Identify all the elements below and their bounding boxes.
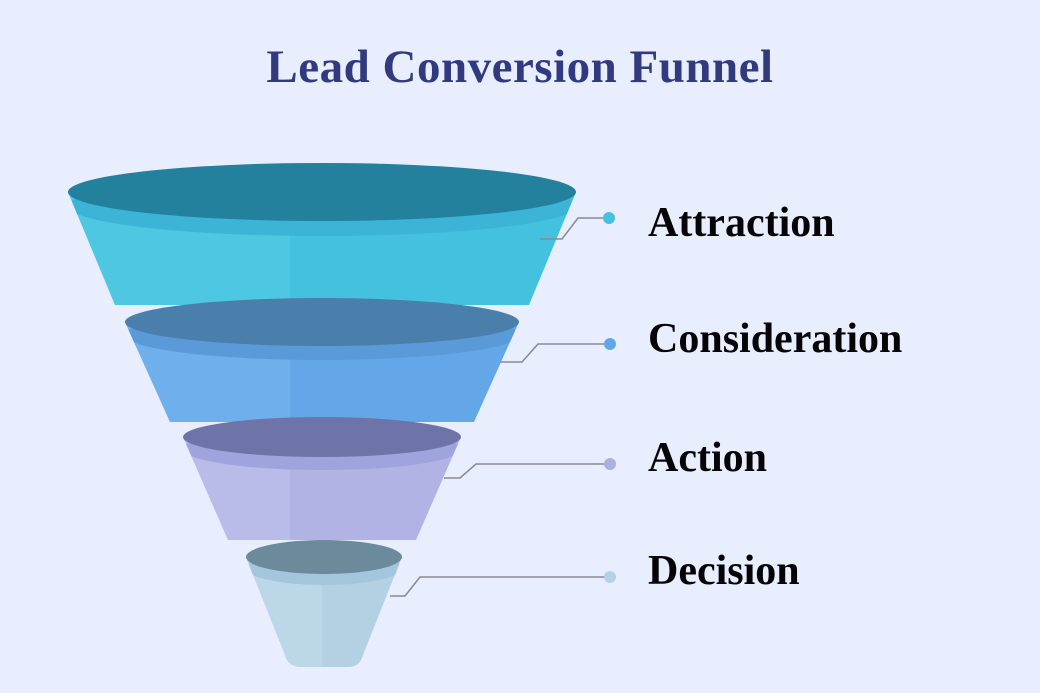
connector-line-action bbox=[444, 463, 605, 479]
funnel-segment-attraction-top bbox=[68, 163, 576, 221]
funnel-segment-action-top bbox=[183, 417, 461, 457]
funnel-segment-decision[interactable] bbox=[246, 540, 402, 667]
connector-line-decision bbox=[390, 576, 605, 597]
funnel-label-consideration[interactable]: Consideration bbox=[648, 316, 903, 362]
funnel-segment-consideration[interactable] bbox=[125, 298, 519, 422]
callout-dot-decision bbox=[604, 571, 616, 583]
callout-dot-action bbox=[604, 458, 616, 470]
callout-dot-consideration bbox=[604, 338, 616, 350]
connector-line-attraction bbox=[540, 217, 604, 240]
funnel-label-decision[interactable]: Decision bbox=[648, 548, 800, 594]
callout-connectors bbox=[390, 217, 605, 597]
callout-dot-attraction bbox=[603, 212, 615, 224]
funnel-label-attraction[interactable]: Attraction bbox=[648, 200, 835, 246]
funnel-segment-decision-top bbox=[246, 540, 402, 574]
funnel-segment-consideration-top bbox=[125, 298, 519, 346]
funnel-segment-attraction[interactable] bbox=[68, 163, 576, 305]
callout-dots bbox=[603, 212, 616, 583]
connector-line-consideration bbox=[500, 343, 605, 363]
funnel-segment-action[interactable] bbox=[183, 417, 461, 540]
funnel-segment-decision-highlight bbox=[246, 557, 322, 667]
page-title: Lead Conversion Funnel bbox=[266, 41, 774, 93]
funnel-label-action[interactable]: Action bbox=[648, 435, 767, 481]
